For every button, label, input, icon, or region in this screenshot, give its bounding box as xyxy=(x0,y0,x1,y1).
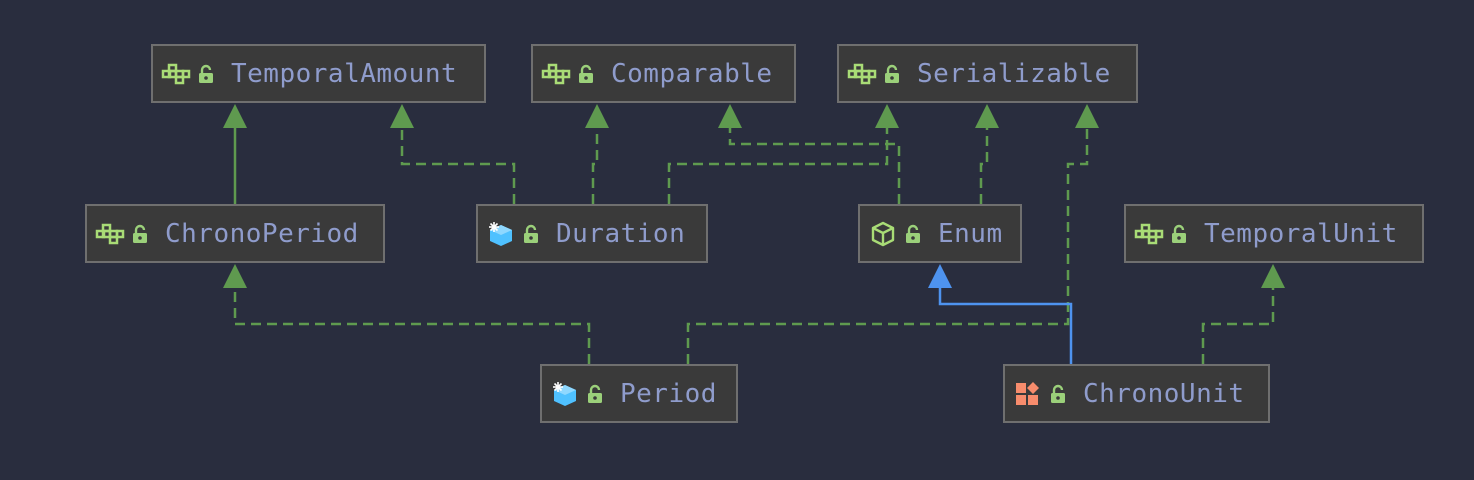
node-comparable[interactable]: Comparable xyxy=(531,44,796,103)
edge-chronounit-temporalunit xyxy=(1201,284,1275,364)
edge-period-chronoperiod xyxy=(233,284,591,364)
node-chronoperiod[interactable]: ChronoPeriod xyxy=(85,204,385,263)
edge-duration-serializable xyxy=(667,124,889,204)
lock-icon xyxy=(1170,222,1188,246)
abstract-class-icon xyxy=(868,221,898,246)
node-label: Enum xyxy=(938,218,1003,249)
edge-enum-comparable xyxy=(728,124,901,204)
interface-icon xyxy=(541,62,571,86)
node-label: Duration xyxy=(556,218,686,249)
node-label: TemporalUnit xyxy=(1204,218,1398,249)
lock-icon xyxy=(883,62,901,86)
interface-icon xyxy=(847,62,877,86)
edge-chronounit-enum xyxy=(938,284,1073,364)
interface-icon xyxy=(95,222,125,246)
node-temporalamount[interactable]: TemporalAmount xyxy=(151,44,486,103)
node-label: TemporalAmount xyxy=(231,58,458,89)
interface-icon xyxy=(161,62,191,86)
lock-icon xyxy=(197,62,215,86)
node-chronounit[interactable]: ChronoUnit xyxy=(1003,364,1270,423)
node-label: Comparable xyxy=(611,58,773,89)
enum-icon xyxy=(1013,381,1043,406)
edge-enum-serializable xyxy=(979,124,989,204)
node-label: ChronoPeriod xyxy=(165,218,359,249)
lock-icon xyxy=(1049,382,1067,406)
lock-icon xyxy=(131,222,149,246)
node-label: Serializable xyxy=(917,58,1111,89)
lock-icon xyxy=(522,222,540,246)
final-class-icon xyxy=(550,381,580,406)
node-duration[interactable]: Duration xyxy=(476,204,708,263)
node-label: ChronoUnit xyxy=(1083,378,1245,409)
edge-duration-comparable xyxy=(591,124,599,204)
node-enum[interactable]: Enum xyxy=(858,204,1022,263)
lock-icon xyxy=(586,382,604,406)
node-label: Period xyxy=(620,378,717,409)
edge-duration-temporalamount xyxy=(400,124,516,204)
node-temporalunit[interactable]: TemporalUnit xyxy=(1124,204,1424,263)
lock-icon xyxy=(577,62,595,86)
lock-icon xyxy=(904,222,922,246)
node-serializable[interactable]: Serializable xyxy=(837,44,1138,103)
final-class-icon xyxy=(486,221,516,246)
interface-icon xyxy=(1134,222,1164,246)
node-period[interactable]: Period xyxy=(540,364,738,423)
edge-period-serializable xyxy=(686,124,1089,364)
